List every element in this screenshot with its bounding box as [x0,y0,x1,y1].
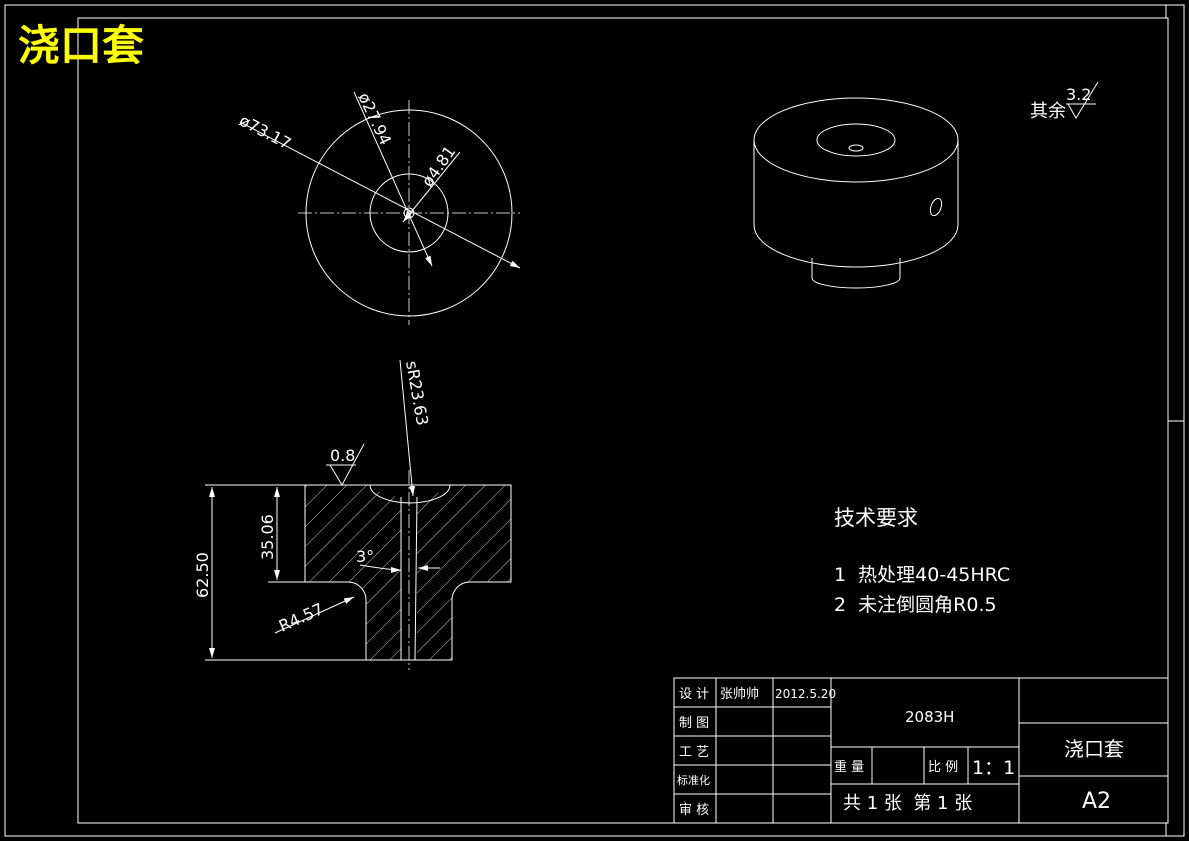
dim-inner-text: ø4.81 [418,142,460,190]
drawing-code: 2083H [905,708,954,726]
dim-roughness-symbol [329,443,365,487]
title-block: 设 计 制 图 工 艺 标准化 审 核 张帅帅 2012.5.20 2083H … [673,677,1169,824]
tech-requirements: 技术要求 1 热处理40-45HRC 2 未注倒圆角R0.5 [834,506,1010,616]
dim-head-text: 35.06 [258,514,277,560]
dim-fillet-text: R4.57 [276,599,326,635]
part-name: 浇口套 [1064,737,1124,761]
scale-value: 1：1 [972,757,1015,779]
role-process: 工 艺 [679,745,709,760]
top-view: ø73.17 ø27.94 ø4.81 [236,90,521,325]
outer-border [4,4,1185,837]
iso-top-recess [816,123,896,157]
iso-side-hole [929,197,943,217]
iso-body [753,140,959,268]
iso-view [753,97,959,289]
bore-right [414,496,418,661]
section-hatch-left [305,485,401,660]
design-date: 2012.5.20 [775,687,836,701]
roughness-prefix: 其余 [1030,101,1066,122]
dim-sphere-text: sR23.63 [402,359,432,427]
dim-fillet-leader [274,596,355,634]
dim-angle-arc [359,564,402,573]
dim-sphere-leader [399,359,416,497]
paper-size: A2 [1082,789,1111,814]
inner-border [77,17,1169,824]
iso-top-face [753,97,959,183]
role-review: 审 核 [679,803,709,818]
dim-total-text: 62.50 [193,552,212,598]
section-view: sR23.63 0.8 62.50 35.06 R4.57 3° [193,359,512,670]
title-block-frame [673,677,1169,824]
tech-item-2: 2 未注倒圆角R0.5 [834,594,997,616]
section-outline [304,484,512,661]
sheet-count: 共 1 张 第 1 张 [843,793,972,814]
role-draw: 制 图 [679,716,709,731]
role-standard: 标准化 [677,773,710,787]
sphere-recess [369,484,451,504]
drawing-title: 浇口套 [18,21,144,70]
weight-label: 重 量 [834,759,864,775]
scale-label: 比 例 [928,760,958,775]
roughness-value: 3.2 [1066,85,1091,104]
tech-heading: 技术要求 [834,506,918,530]
dim-inner-leader [402,151,461,223]
dim-angle-text: 3° [356,547,374,566]
roughness-symbol [1067,81,1099,119]
section-hatch-right [417,485,511,660]
dim-outer-text: ø73.17 [236,111,294,154]
dim-middle-text: ø27.94 [354,90,395,148]
designer-name: 张帅帅 [720,687,759,702]
iso-top-hole [848,144,864,152]
dim-roughness-text: 0.8 [330,446,355,465]
dim-outer-leader [239,121,521,269]
tech-item-1: 1 热处理40-45HRC [834,564,1010,586]
iso-lower-boss [811,258,901,289]
role-design: 设 计 [679,687,709,702]
dim-middle-leader [353,91,433,267]
roughness-note: 其余 3.2 [1030,81,1099,122]
